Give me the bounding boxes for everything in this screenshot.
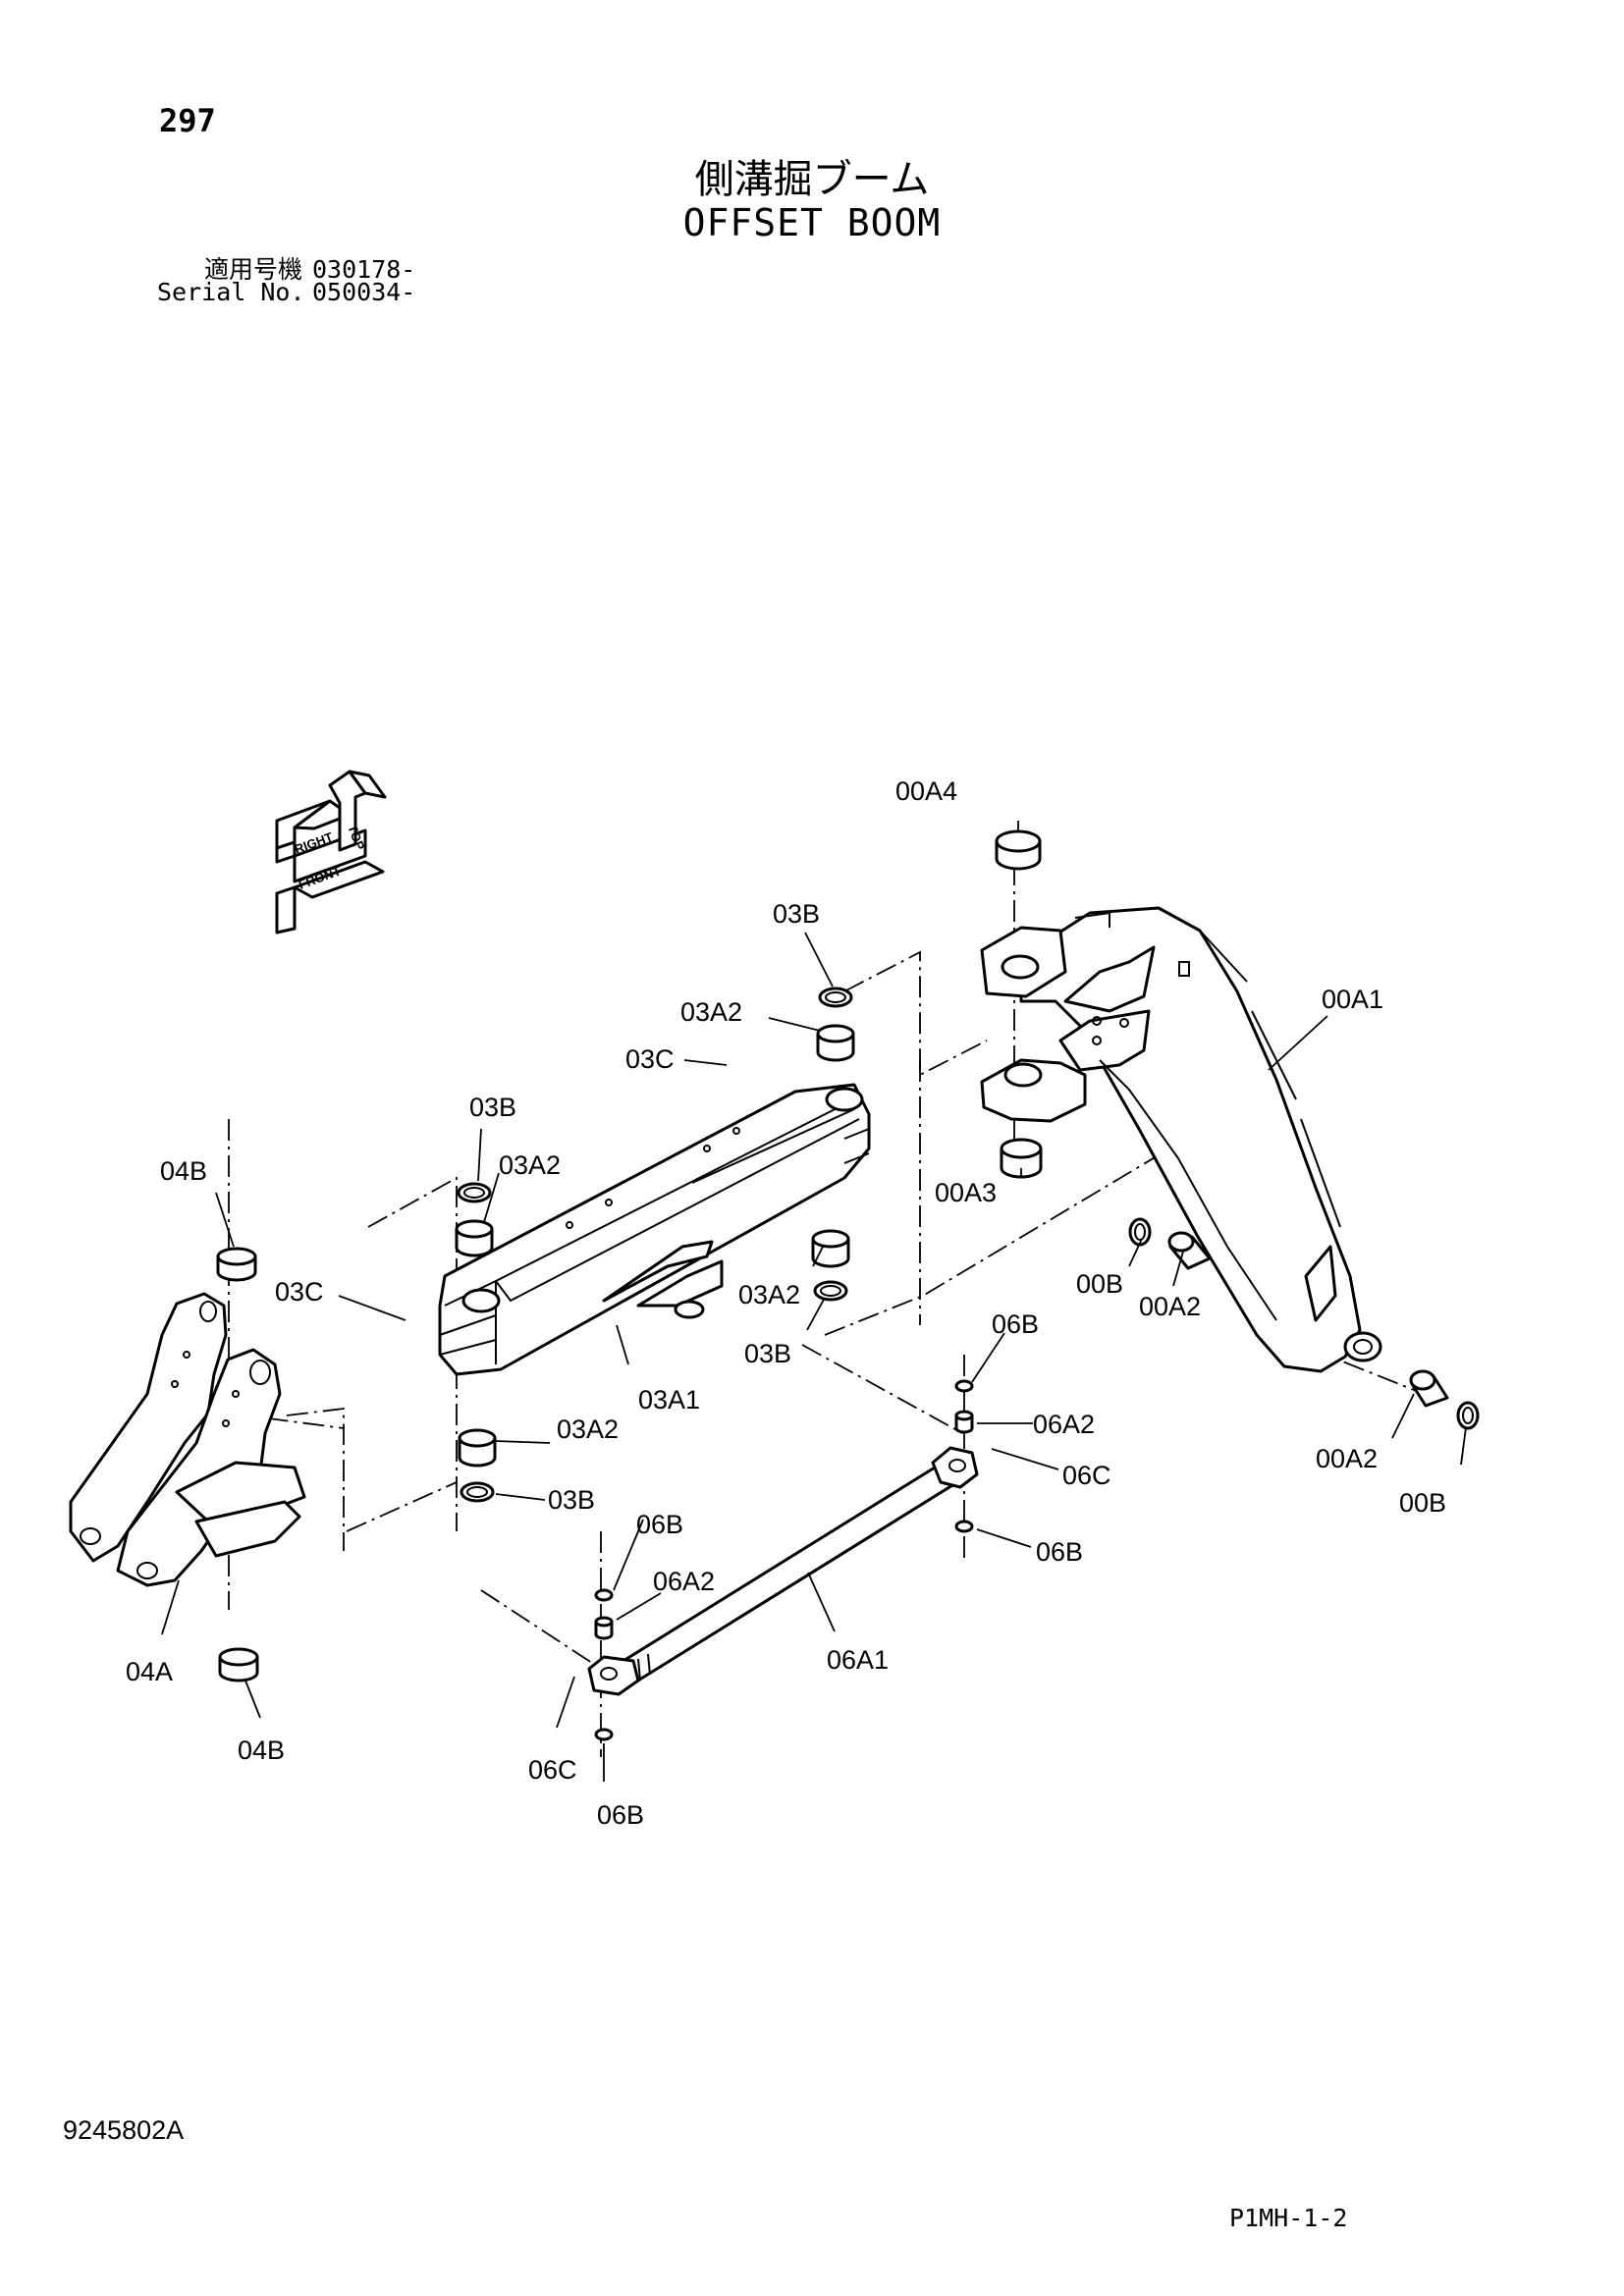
part-00A2-bushing-upper — [1167, 1231, 1212, 1270]
callout-03C-upper: 03C — [625, 1044, 675, 1074]
part-06B-ring-left-bottom — [594, 1728, 614, 1741]
serial-value: 050034- — [312, 278, 416, 306]
part-00A2-bushing-lower — [1409, 1369, 1449, 1408]
callout-03A2-right-top: 03A2 — [680, 997, 742, 1027]
callout-03A2-right-bottom: 03A2 — [738, 1280, 800, 1309]
document-number: 9245802A — [63, 2115, 185, 2145]
callout-leaders — [161, 821, 1467, 1782]
callout-03A2-left-bottom: 03A2 — [557, 1415, 619, 1444]
callout-03A2-left-top: 03A2 — [499, 1150, 561, 1180]
serial-value: 030178- — [312, 255, 416, 284]
part-03B-ring-left-bottom — [460, 1481, 495, 1503]
part-03B-ring-left-top — [457, 1182, 492, 1203]
callout-03A1: 03A1 — [638, 1385, 700, 1415]
callout-labels: 00A4 00A1 00A3 00B 00A2 00A2 00B 03B 03A… — [126, 776, 1446, 1830]
part-06A2-bushing-left — [594, 1616, 614, 1640]
callout-00B-upper: 00B — [1076, 1269, 1123, 1299]
page-number: 297 — [159, 102, 216, 139]
callout-00A2-upper: 00A2 — [1139, 1292, 1201, 1321]
part-00B-ring-lower — [1456, 1401, 1480, 1430]
callout-06B-left-top: 06B — [636, 1510, 683, 1539]
part-06B-ring-right-bottom — [954, 1520, 974, 1533]
callout-04B-upper: 04B — [160, 1156, 207, 1186]
part-03B-ring-right-top — [818, 987, 853, 1008]
callout-06A2-left: 06A2 — [653, 1567, 715, 1596]
callout-06A1: 06A1 — [827, 1645, 889, 1675]
callout-00B-lower: 00B — [1399, 1488, 1446, 1518]
page-title-english: OFFSET BOOM — [682, 201, 942, 244]
part-03B-ring-right-bottom — [813, 1280, 848, 1302]
orientation-badge: RIGHT FRONT TOP — [275, 770, 387, 934]
part-00A4-bushing — [995, 829, 1042, 871]
callout-03B-left-bottom: 03B — [548, 1485, 595, 1515]
callout-06B-right-top: 06B — [992, 1309, 1039, 1339]
callout-03B-left-top: 03B — [469, 1093, 516, 1122]
part-06A1-rod — [587, 1446, 979, 1696]
callout-00A2-lower: 00A2 — [1316, 1444, 1378, 1473]
callout-06A2-right: 06A2 — [1033, 1410, 1095, 1439]
part-04A-bracket — [69, 1292, 306, 1587]
callout-00A4: 00A4 — [895, 776, 957, 806]
assembly-centerlines — [228, 864, 1425, 1757]
callout-00A3: 00A3 — [935, 1178, 997, 1207]
part-00A1-offset-boom — [980, 906, 1382, 1373]
part-03A2-bushing-left-top — [455, 1219, 494, 1257]
callout-04B-lower: 04B — [238, 1735, 285, 1765]
part-03A2-bushing-right-bottom — [811, 1229, 850, 1268]
part-06B-ring-right-top — [954, 1379, 974, 1393]
part-04B-bushing-top — [216, 1247, 257, 1282]
serial-label: 適用号機 — [203, 255, 302, 284]
serial-row-applicable: 適用号機 030178- — [157, 250, 415, 286]
callout-04A: 04A — [126, 1657, 173, 1686]
callout-00A1: 00A1 — [1322, 985, 1383, 1014]
part-03A2-bushing-right-top — [816, 1024, 855, 1062]
part-04B-bushing-bottom — [218, 1647, 259, 1682]
part-00B-ring-upper — [1128, 1217, 1152, 1247]
serial-row-serial-no: Serial No.050034- — [157, 278, 415, 306]
callout-06B-right-bottom: 06B — [1036, 1537, 1083, 1567]
callout-06B-left-bottom: 06B — [597, 1800, 644, 1830]
part-03A2-bushing-left-bottom — [458, 1428, 497, 1468]
serial-label: Serial No. — [157, 278, 305, 306]
part-00A3-bushing — [1000, 1138, 1043, 1179]
part-03A1-bracket-arm — [438, 1083, 871, 1376]
part-06B-ring-left-top — [594, 1588, 614, 1602]
part-06A2-bushing-right — [954, 1410, 974, 1434]
callout-06C-left: 06C — [528, 1755, 577, 1785]
callout-03B-right-bottom: 03B — [744, 1339, 791, 1368]
callout-03B-right-top: 03B — [773, 899, 820, 929]
page-title-japanese: 側溝掘ブーム — [694, 157, 930, 202]
callout-06C-right: 06C — [1062, 1461, 1111, 1490]
sheet-reference: P1MH-1-2 — [1229, 2204, 1348, 2232]
callout-03C-lower: 03C — [275, 1277, 324, 1307]
